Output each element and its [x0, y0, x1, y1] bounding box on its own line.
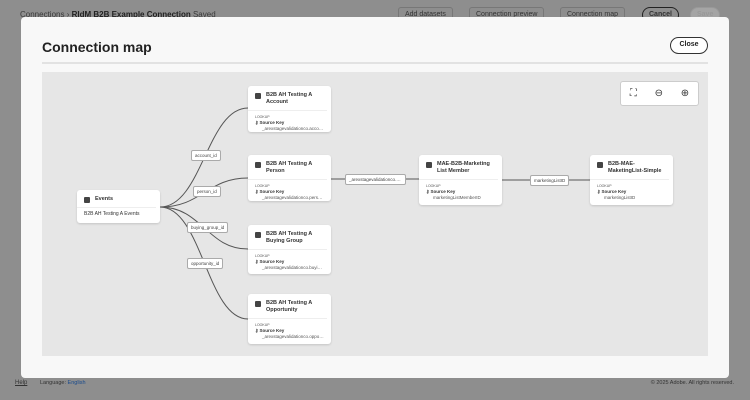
- dataset-icon: [597, 162, 603, 168]
- node-title: B2B AH Testing A Opportunity: [266, 300, 313, 313]
- zoom-out-icon[interactable]: ⊖: [654, 88, 663, 99]
- node-title: B2B AH Testing A Account: [266, 92, 313, 105]
- key-icon-label: ⚷ Source Key: [255, 120, 285, 125]
- key-icon-label: ⚷ Source Key: [597, 189, 627, 194]
- node-type: LOOKUP: [255, 254, 270, 258]
- dataset-icon: [426, 162, 432, 168]
- key-icon-label: ⚷ Source Key: [255, 259, 285, 264]
- node-title: Events: [95, 196, 114, 202]
- node-account[interactable]: B2B AH Testing A Account LOOKUP⚷ Source …: [248, 86, 331, 132]
- node-marketing-list-member[interactable]: MAE-B2B-Marketing List Member LOOKUP⚷ So…: [419, 155, 502, 205]
- key-icon-label: ⚷ Source Key: [255, 189, 285, 194]
- source-key-label: Source Key: [259, 259, 285, 264]
- edge-label-person: person_id: [193, 186, 221, 197]
- language-label: Language:: [40, 380, 66, 386]
- node-buying-group[interactable]: B2B AH Testing A Buying Group LOOKUP⚷ So…: [248, 225, 331, 274]
- node-marketing-list-simple[interactable]: B2B-MAE-MaketingList-Simple LOOKUP⚷ Sour…: [590, 155, 673, 205]
- source-key-label: Source Key: [259, 120, 285, 125]
- node-title: B2B-MAE-MaketingList-Simple: [608, 161, 662, 174]
- source-key: _arexstagevalidationco.opportu...: [262, 334, 324, 339]
- source-key-label: Source Key: [601, 189, 627, 194]
- zoom-controls: ⛶ ⊖ ⊕: [620, 81, 699, 106]
- key-icon-label: ⚷ Source Key: [255, 328, 285, 333]
- dataset-icon: [255, 93, 261, 99]
- source-key: _arexstagevalidationco.person_id: [262, 195, 324, 200]
- dataset-icon: [255, 301, 261, 307]
- edge-label-member-simple: marketingListID: [530, 175, 570, 186]
- breadcrumb-connections[interactable]: Connections: [20, 10, 65, 19]
- node-opportunity[interactable]: B2B AH Testing A Opportunity LOOKUP⚷ Sou…: [248, 294, 331, 344]
- language-value[interactable]: English: [67, 380, 86, 386]
- fit-screen-icon[interactable]: ⛶: [629, 88, 637, 99]
- dataset-icon: [255, 162, 261, 168]
- node-subtitle: B2B AH Testing A Events: [84, 211, 140, 217]
- node-type: LOOKUP: [597, 184, 612, 188]
- edge-label-account: account_id: [191, 150, 221, 161]
- node-type: LOOKUP: [255, 323, 270, 327]
- help-link[interactable]: Help: [15, 380, 28, 386]
- source-key: marketingListMemberID: [433, 195, 481, 200]
- node-events[interactable]: Events B2B AH Testing A Events: [77, 190, 160, 223]
- saved-status: Saved: [192, 10, 216, 19]
- edge-label-opportunity: opportunity_id: [187, 258, 224, 269]
- source-key-label: Source Key: [430, 189, 456, 194]
- node-type: LOOKUP: [255, 115, 270, 119]
- breadcrumb-current: RIdM B2B Example Connection: [71, 10, 191, 19]
- map-canvas[interactable]: ⛶ ⊖ ⊕ Events B2B AH Testing A Events B2B…: [42, 72, 708, 356]
- connection-map-dialog: Connection map Close ⛶ ⊖ ⊕ Events B2B AH…: [21, 17, 729, 378]
- dialog-title: Connection map: [42, 39, 152, 55]
- zoom-in-icon[interactable]: ⊕: [680, 88, 690, 99]
- close-button[interactable]: Close: [670, 37, 708, 54]
- edge-label-person-member: _arexstagevalidationco.perso...: [345, 174, 406, 185]
- source-key: marketingListID: [604, 195, 636, 200]
- divider: [42, 62, 708, 64]
- source-key: _arexstagevalidationco.buying_g...: [262, 265, 324, 270]
- node-type: LOOKUP: [426, 184, 441, 188]
- node-title: B2B AH Testing A Person: [266, 161, 313, 174]
- node-title: MAE-B2B-Marketing List Member: [437, 161, 490, 174]
- dataset-icon: [255, 232, 261, 238]
- node-person[interactable]: B2B AH Testing A Person LOOKUP⚷ Source K…: [248, 155, 331, 201]
- source-key-label: Source Key: [259, 189, 285, 194]
- node-title: B2B AH Testing A Buying Group: [266, 231, 313, 244]
- node-type: LOOKUP: [255, 184, 270, 188]
- event-icon: [84, 197, 90, 203]
- language-selector[interactable]: Language: English: [40, 380, 86, 386]
- edge-label-buying-group: buying_group_id: [187, 222, 229, 233]
- copyright: © 2025 Adobe. All rights reserved.: [650, 380, 734, 386]
- source-key: _arexstagevalidationco.account_id: [262, 126, 324, 131]
- source-key-label: Source Key: [259, 328, 285, 333]
- key-icon-label: ⚷ Source Key: [426, 189, 456, 194]
- breadcrumb: Connections › RIdM B2B Example Connectio…: [20, 10, 216, 19]
